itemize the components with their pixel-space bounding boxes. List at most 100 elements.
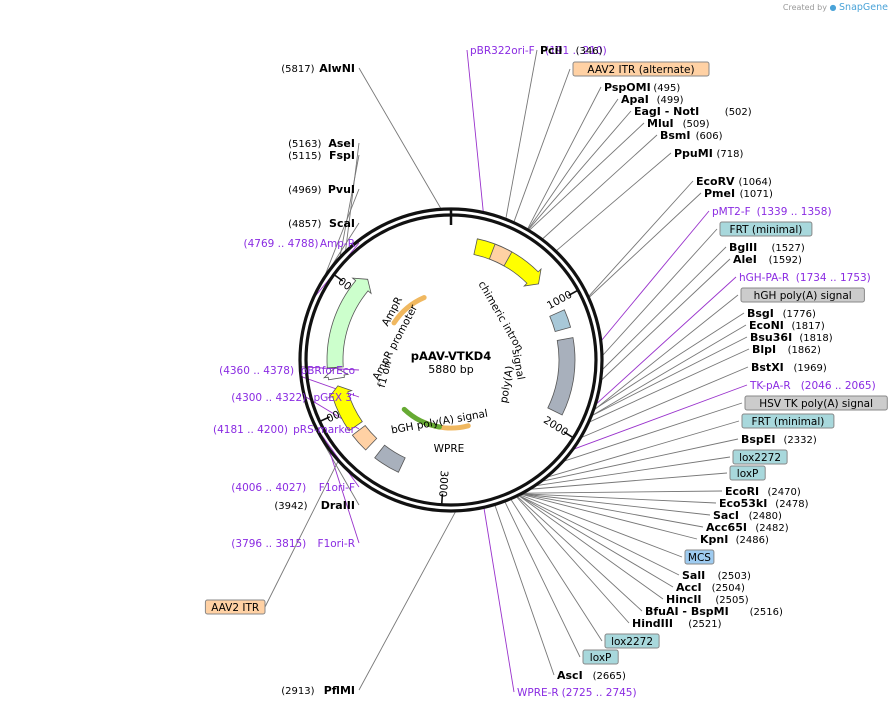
snapgene-logo-icon: ● — [829, 3, 837, 12]
feature-arrow[interactable] — [374, 444, 406, 473]
plasmid-name: pAAV-VTKD4 — [411, 349, 491, 363]
restriction-site-label[interactable]: Bsu36I — [750, 331, 792, 344]
restriction-site-label[interactable]: ApaI — [621, 93, 649, 106]
restriction-site-label[interactable]: EcoNI — [749, 319, 784, 332]
inner-feature-label: poly(A) — [498, 365, 516, 404]
feature-box[interactable] — [740, 287, 865, 303]
feature-box[interactable] — [604, 633, 660, 649]
leader-line — [581, 366, 749, 438]
primer-label[interactable]: pRS-marker — [293, 424, 356, 436]
site-position: (4769 .. 4788) — [244, 238, 319, 250]
restriction-site-label[interactable]: PflMI — [324, 684, 355, 697]
site-position: (2478) — [775, 499, 808, 510]
feature-arrow[interactable] — [549, 309, 572, 332]
primer-label[interactable]: hGH-PA-R — [739, 272, 789, 284]
restriction-site-label[interactable]: BfuAI - BspMI — [645, 605, 729, 618]
restriction-site-label[interactable]: ScaI — [329, 217, 355, 230]
restriction-site-label[interactable]: SalI — [682, 569, 705, 582]
restriction-site-label[interactable]: Acc65I — [706, 521, 747, 534]
restriction-site-label[interactable]: FspI — [329, 149, 355, 162]
leader-line — [527, 98, 619, 230]
restriction-site-label[interactable]: PvuI — [328, 183, 355, 196]
feature-arrow[interactable] — [323, 366, 350, 381]
restriction-site-label[interactable]: MluI — [647, 117, 674, 130]
restriction-site-label[interactable]: EcoRV — [696, 175, 735, 188]
plasmid-size: 5880 bp — [428, 363, 473, 376]
feature-box[interactable] — [204, 599, 266, 615]
feature-box-label: FRT (minimal) — [752, 416, 825, 428]
primer-label[interactable]: Amp-R — [320, 238, 355, 250]
restriction-site-label[interactable]: BsgI — [747, 307, 774, 320]
restriction-site-label[interactable]: AscI — [557, 669, 583, 682]
primer-label[interactable]: F1ori-F — [319, 482, 355, 494]
leader-line — [588, 180, 694, 297]
site-position: (495) — [653, 83, 680, 94]
restriction-site-label[interactable]: AseI — [328, 137, 355, 150]
feature-box[interactable] — [732, 449, 788, 465]
leader-line — [329, 451, 360, 544]
primer-label[interactable]: pMT2-F — [712, 206, 751, 218]
restriction-site-label[interactable]: BglII — [729, 241, 757, 254]
leader-line — [358, 511, 456, 691]
leader-line — [548, 420, 740, 478]
feature-arrow[interactable] — [327, 385, 363, 432]
restriction-site-label[interactable]: BsmI — [660, 129, 691, 142]
feature-box[interactable] — [582, 649, 619, 665]
primer-label[interactable]: pBR322ori-F — [470, 45, 535, 57]
leader-line — [483, 508, 515, 693]
leader-line — [494, 505, 555, 676]
restriction-site-label[interactable]: SacI — [713, 509, 739, 522]
leader-line — [519, 495, 674, 588]
restriction-site-label[interactable]: BstXI — [751, 361, 784, 374]
leader-line — [589, 192, 702, 298]
feature-box[interactable] — [572, 61, 710, 77]
restriction-site-label[interactable]: HindIII — [632, 617, 673, 630]
leader-line — [524, 490, 723, 494]
leader-line — [339, 154, 360, 257]
feature-box-label: AAV2 ITR — [211, 602, 259, 614]
feature-arrow[interactable] — [473, 238, 542, 287]
primer-label[interactable]: F1ori-R — [318, 538, 355, 550]
restriction-site-label[interactable]: EcoRI — [725, 485, 759, 498]
feature-arrow[interactable] — [488, 243, 513, 267]
restriction-site-label[interactable]: BspEI — [741, 433, 775, 446]
watermark: Created by ● SnapGene — [783, 2, 888, 13]
restriction-site-label[interactable]: BlpI — [752, 343, 776, 356]
restriction-site-label[interactable]: AccI — [676, 581, 702, 594]
restriction-site-label[interactable]: EagI - NotI — [634, 105, 699, 118]
site-position: (2725 .. 2745) — [562, 687, 637, 699]
site-position: (2332) — [784, 435, 817, 446]
leader-line — [592, 336, 748, 416]
leader-line — [299, 366, 360, 371]
feature-box[interactable] — [729, 465, 766, 481]
feature-box[interactable] — [684, 549, 715, 565]
feature-box[interactable] — [744, 395, 888, 411]
feature-arrow[interactable] — [351, 424, 378, 451]
feature-box[interactable] — [719, 221, 813, 237]
feature-box[interactable] — [741, 413, 835, 429]
site-position: (2503) — [718, 571, 751, 582]
feature-arrow[interactable] — [547, 337, 576, 416]
site-position: (1064) — [739, 177, 772, 188]
site-position: (1817) — [792, 321, 825, 332]
kb-tick-label: 2000 — [541, 414, 570, 438]
restriction-site-label[interactable]: Eco53kI — [719, 497, 767, 510]
leader-line — [531, 472, 728, 490]
leader-line — [596, 276, 737, 405]
restriction-site-label[interactable]: AleI — [733, 253, 757, 266]
restriction-site-label[interactable]: KpnI — [700, 533, 728, 546]
leader-line — [594, 312, 745, 410]
restriction-site-label[interactable]: AlwNI — [319, 62, 355, 75]
primer-label[interactable]: pBRforEco — [301, 365, 355, 377]
restriction-site-label[interactable]: PspOMI — [604, 81, 651, 94]
feature-arrow[interactable] — [326, 277, 372, 369]
primer-label[interactable]: WPRE-R — [517, 687, 559, 699]
restriction-site-label[interactable]: DraIII — [321, 499, 355, 512]
primer-label[interactable]: TK-pA-R — [749, 380, 791, 392]
restriction-site-label[interactable]: PciI — [540, 44, 562, 57]
restriction-site-label[interactable]: PpuMI — [674, 147, 713, 160]
restriction-site-label[interactable]: PmeI — [704, 187, 735, 200]
primer-label[interactable]: pGEX 3' — [313, 392, 355, 404]
restriction-site-label[interactable]: HincII — [666, 593, 702, 606]
feature-arrows — [323, 238, 576, 473]
